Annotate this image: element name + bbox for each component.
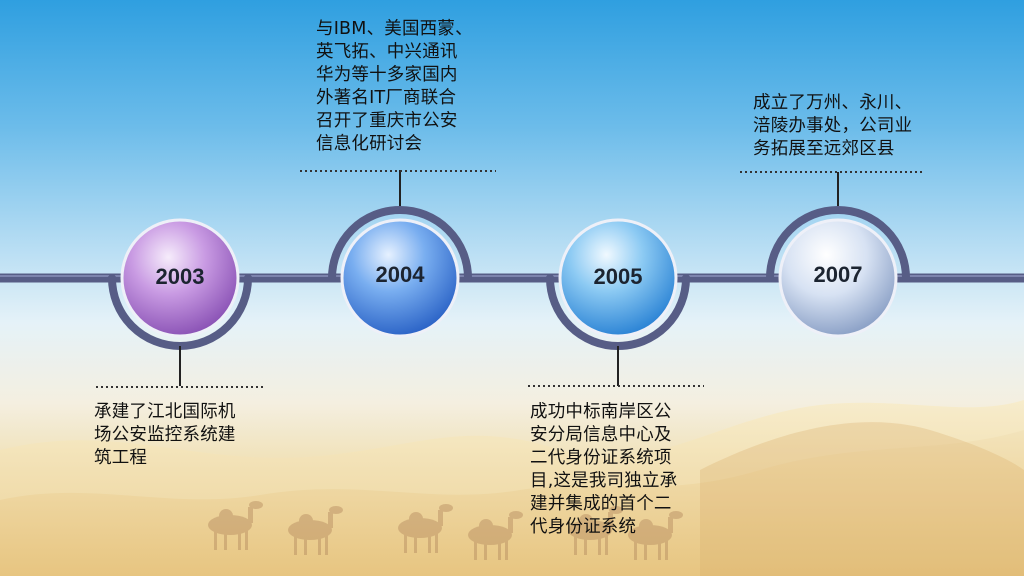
milestone-2003-description: 承建了江北国际机 场公安监控系统建 筑工程: [94, 402, 236, 468]
node-2007-circle: [778, 218, 898, 338]
milestone-2004-description: 与IBM、美国西蒙、 英飞拓、中兴通讯 华为等十多家国内 外著名IT厂商联合 召…: [316, 19, 473, 154]
camel-caravan-decoration: [208, 501, 683, 560]
timeline-connectors: [179, 170, 839, 386]
dotted-separators: [96, 170, 924, 388]
milestone-nodes: [120, 218, 898, 338]
desert-background: [0, 400, 1024, 576]
year-2004-label: 2004: [375, 262, 425, 287]
node-2005-circle: [558, 218, 678, 338]
milestone-2005-description: 成功中标南岸区公 安分局信息中心及 二代身份证系统项 目,这是我司独立承 建并集…: [530, 402, 678, 537]
year-2005-label: 2005: [593, 264, 643, 289]
year-2003-label: 2003: [155, 264, 205, 289]
milestone-2007-description: 成立了万州、永川、 涪陵办事处，公司业 务拓展至远郊区县: [753, 93, 913, 159]
node-2003-circle: [120, 218, 240, 338]
node-2004-circle: [340, 218, 460, 338]
year-2007-label: 2007: [813, 262, 863, 287]
